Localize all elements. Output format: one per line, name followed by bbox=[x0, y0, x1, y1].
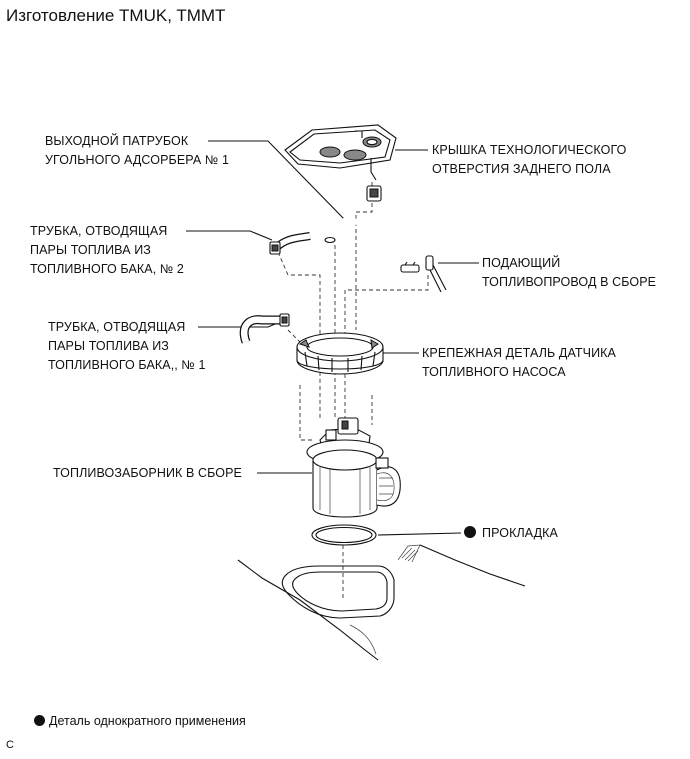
non-reusable-dot-icon bbox=[464, 526, 476, 538]
label-service-cover: КРЫШКА ТЕХНОЛОГИЧЕСКОГО ОТВЕРСТИЯ ЗАДНЕГ… bbox=[432, 143, 627, 176]
page-title: Изготовление TMUK, TMMT bbox=[6, 6, 226, 25]
service-hole-cover bbox=[284, 124, 397, 202]
label-vent-tube-1: ТРУБКА, ОТВОДЯЩАЯ ПАРЫ ТОПЛИВА ИЗ ТОПЛИВ… bbox=[48, 320, 206, 372]
fuel-pump-retainer bbox=[296, 332, 384, 375]
non-reusable-dot-icon bbox=[34, 715, 45, 726]
fuel-tube-assembly bbox=[400, 255, 447, 293]
vent-tube-2 bbox=[269, 232, 311, 255]
vent-tube-1 bbox=[239, 313, 290, 344]
label-suction-plate: ТОПЛИВОЗАБОРНИК В СБОРЕ bbox=[53, 466, 242, 480]
label-gasket: ПРОКЛАДКА bbox=[464, 524, 558, 543]
legend: Деталь однократного применения bbox=[34, 712, 246, 730]
label-fuel-tube: ПОДАЮЩИЙ ТОПЛИВОПРОВОД В СБОРЕ bbox=[482, 256, 657, 289]
corner-code: C bbox=[6, 739, 14, 751]
label-vent-tube-2: ТРУБКА, ОТВОДЯЩАЯ ПАРЫ ТОПЛИВА ИЗ ТОПЛИВ… bbox=[30, 224, 184, 276]
gasket-ring bbox=[311, 524, 377, 546]
label-retainer: КРЕПЕЖНАЯ ДЕТАЛЬ ДАТЧИКА ТОПЛИВНОГО НАСО… bbox=[422, 346, 616, 379]
label-canister-outlet: ВЫХОДНОЙ ПАТРУБОК УГОЛЬНОГО АДСОРБЕРА № … bbox=[45, 134, 230, 167]
canister-outlet-hose bbox=[323, 217, 358, 244]
floor-pan bbox=[237, 544, 526, 661]
fuel-suction-plate bbox=[306, 417, 401, 518]
